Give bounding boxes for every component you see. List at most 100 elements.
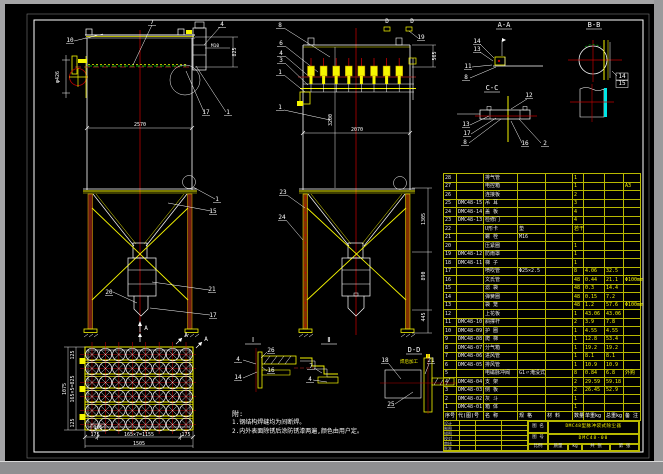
support-leg <box>405 193 411 330</box>
pulse-valve <box>395 58 403 92</box>
bom-cell <box>583 207 605 217</box>
bom-cell: 14.4 <box>604 283 624 293</box>
bom-cell: 2 <box>443 394 457 404</box>
bom-cell: 23 <box>443 215 457 225</box>
bom-cell: 1 <box>572 258 584 268</box>
bom-cell: 吊 耳 <box>483 198 518 208</box>
bom-cell <box>545 241 573 251</box>
bom-cell: 8.1 <box>604 351 624 361</box>
bom-cell <box>583 241 605 251</box>
bom-cell: 4.06 <box>583 266 605 276</box>
bom-cell: 14 <box>443 292 457 302</box>
title-strip-cell: 第 张 <box>610 444 639 451</box>
window-frame-left <box>0 0 5 463</box>
bom-cell: 52.9 <box>604 385 624 395</box>
bom-cell: 0.15 <box>583 292 605 302</box>
bom-cell: 21 <box>443 232 457 242</box>
filter-bag-hole <box>139 403 153 418</box>
callout-16: 16 <box>267 367 275 374</box>
bom-cell: 2 <box>572 190 584 200</box>
callout-1: 1 <box>278 69 282 76</box>
bom-cell: U形卡 <box>483 224 518 234</box>
bom-cell: 29.59 <box>583 377 605 387</box>
bom-cell <box>604 258 624 268</box>
bom-cell: 7.8 <box>604 317 624 327</box>
bom-cell <box>545 249 573 259</box>
filter-bag-hole <box>98 361 113 376</box>
dimension-text: 445 <box>421 312 427 321</box>
bom-cell: DMC48-08 <box>456 334 484 344</box>
bom-cell <box>517 258 546 268</box>
signature-row: 批准 <box>444 446 528 451</box>
bom-cell: 19 <box>443 249 457 259</box>
bom-cell <box>456 181 484 191</box>
bom-cell: 1.2 <box>583 300 605 310</box>
bom-cell <box>623 258 641 268</box>
bom-cell: 2 <box>572 317 584 327</box>
filter-bag-hole <box>152 347 166 362</box>
bom-cell: 48 <box>572 292 584 302</box>
bom-cell: DMC48-01 <box>456 402 484 412</box>
bom-cell: DMC48-12 <box>456 249 484 259</box>
bom-cell: 21.1 <box>604 275 624 285</box>
callout-20: 20 <box>105 289 113 296</box>
bom-cell: 12.8 <box>583 334 605 344</box>
bom-header-cell: 材 料 <box>545 411 573 421</box>
bom-cell: 19.2 <box>583 343 605 353</box>
bom-cell <box>517 198 546 208</box>
callout-D: D <box>410 18 414 25</box>
signature-row: 制图 <box>444 426 528 431</box>
bom-cell <box>545 173 573 183</box>
filter-bag-hole <box>85 403 99 418</box>
filter-bag-hole <box>125 375 139 390</box>
bom-cell <box>456 292 484 302</box>
pulse-valve <box>332 58 340 92</box>
section-flag-d <box>383 26 413 32</box>
bom-cell <box>545 292 573 302</box>
bom-cell <box>623 215 641 225</box>
bom-cell <box>545 266 573 276</box>
bom-cell <box>517 249 546 259</box>
bom-cell: 箱 体 <box>483 402 518 412</box>
callout-13: 13 <box>462 121 470 128</box>
bom-cell <box>517 360 546 370</box>
bom-cell <box>456 173 484 183</box>
callout-4: 4 <box>236 356 240 363</box>
bom-cell <box>517 215 546 225</box>
bom-cell <box>604 249 624 259</box>
filter-bag-hole <box>165 403 180 418</box>
title-strip-cell: 共 张 <box>582 444 610 451</box>
callout-25: 25 <box>387 401 395 408</box>
dimension-text: 165×5=825 <box>70 375 76 402</box>
signature-cell <box>460 421 476 425</box>
bom-cell: 检修门 <box>483 215 518 225</box>
title-strip-cell: 比例 <box>528 444 548 451</box>
callout-4: 4 <box>308 376 312 383</box>
bom-cell <box>545 224 573 234</box>
filter-bag-hole <box>152 389 166 404</box>
bom-cell <box>623 343 641 353</box>
callout-焊后加工: 焊后加工 <box>400 358 418 365</box>
signature-row: 设计 <box>444 421 528 426</box>
bom-cell: 盖 板 <box>483 207 518 217</box>
bom-cell <box>456 275 484 285</box>
bom-cell: 3.9 <box>583 317 605 327</box>
bom-cell <box>623 334 641 344</box>
bom-cell: 0.84 <box>583 368 605 378</box>
bom-cell: 滤 袋 <box>483 283 518 293</box>
bom-cell <box>517 300 546 310</box>
signature-cell: 批准 <box>444 446 460 450</box>
bom-cell <box>583 215 605 225</box>
bom-cell <box>623 326 641 336</box>
callout-A: A <box>184 332 188 339</box>
filter-bag-hole <box>152 403 166 418</box>
bom-cell: 5 <box>443 368 457 378</box>
bom-cell <box>583 258 605 268</box>
bom-cell <box>545 326 573 336</box>
bom-cell: 防雨罩 <box>483 249 518 259</box>
dimension-text: 175 <box>90 432 99 438</box>
bom-cell: 1 <box>572 181 584 191</box>
